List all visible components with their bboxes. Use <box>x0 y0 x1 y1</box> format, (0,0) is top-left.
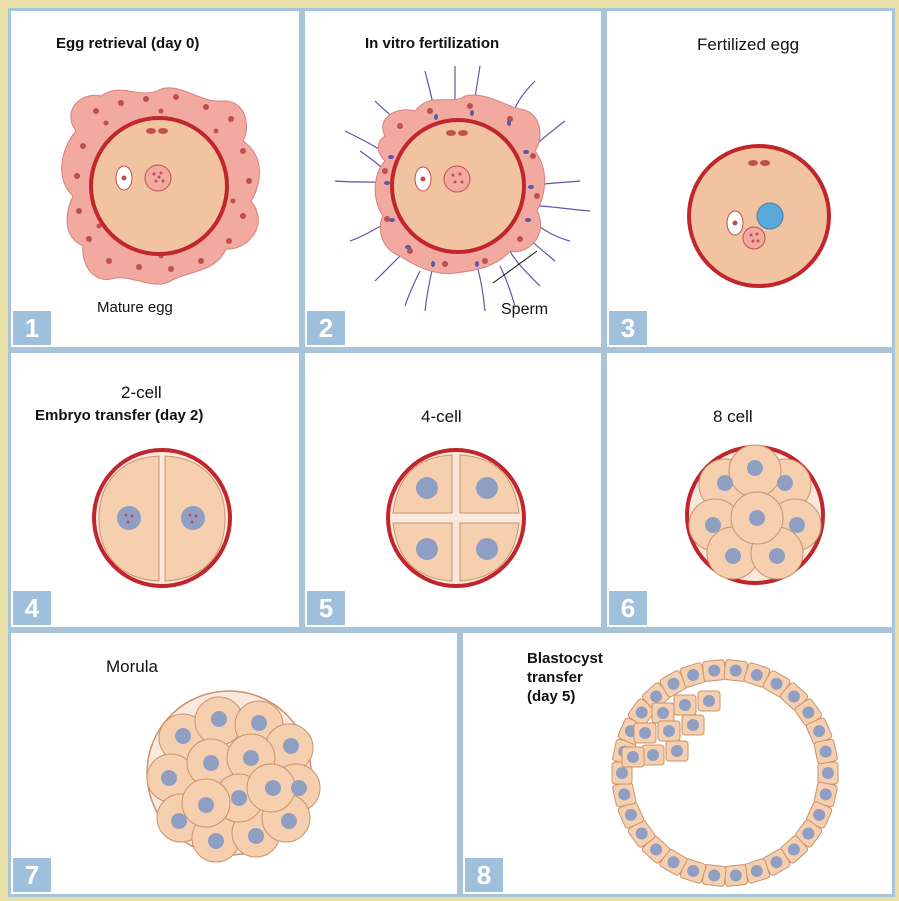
panel-2-in-vitro-fertilization: In vitro fertilization Sperm 2 <box>302 8 604 350</box>
panel-number: 2 <box>307 311 345 345</box>
panel-title: 2-cell <box>121 383 162 403</box>
panel-title-line: Blastocyst <box>527 649 603 668</box>
panel-number: 7 <box>13 858 51 892</box>
panel-title-line: transfer <box>527 668 603 687</box>
fertilization-illustration <box>305 11 604 350</box>
panel-number: 8 <box>465 858 503 892</box>
panel-8-blastocyst: Blastocyst transfer (day 5) 8 <box>460 630 895 897</box>
trophoblast-cell <box>724 864 748 886</box>
panel-title-line: (day 5) <box>527 687 603 706</box>
morula-illustration <box>11 633 460 897</box>
trophoblast-cell <box>702 659 726 681</box>
panel-title: Morula <box>106 657 158 677</box>
panel-number: 5 <box>307 591 345 625</box>
panel-title: 8 cell <box>713 407 753 427</box>
panel-3-fertilized-egg: Fertilized egg 3 <box>604 8 895 350</box>
panel-title: Egg retrieval (day 0) <box>56 35 199 52</box>
panel-number: 6 <box>609 591 647 625</box>
panel-number: 4 <box>13 591 51 625</box>
eight-cell-embryo-illustration <box>607 353 895 630</box>
panel-5-four-cell: 4-cell 5 <box>302 350 604 630</box>
panel-title: In vitro fertilization <box>365 35 499 52</box>
panel-4-two-cell: 2-cell Embryo transfer (day 2) 4 <box>8 350 302 630</box>
pronucleus-red <box>743 227 765 249</box>
inner-cell-mass-cell <box>682 715 704 735</box>
trophoblast-cell <box>814 739 838 765</box>
inner-cell-mass-cell <box>674 695 696 715</box>
panel-6-eight-cell: 8 cell 6 <box>604 350 895 630</box>
four-cell-embryo-illustration <box>305 353 604 630</box>
polar-body <box>146 128 156 134</box>
inner-cell-mass-cell <box>658 721 680 741</box>
panel-title: 4-cell <box>421 407 462 427</box>
fertilized-egg-illustration <box>607 11 895 350</box>
inner-cell-mass-cell <box>698 691 720 711</box>
inner-cell-mass-cell <box>652 703 674 723</box>
trophoblast-cell <box>612 782 636 808</box>
inner-cell-mass-cell <box>634 723 656 743</box>
inner-cell-mass-cell <box>622 747 644 767</box>
mature-egg-label: Mature egg <box>97 299 173 316</box>
sperm-label: Sperm <box>501 301 548 319</box>
trophoblast-cell <box>818 762 838 784</box>
inner-cell-mass-cell <box>642 745 664 765</box>
panel-title: Blastocyst transfer (day 5) <box>527 649 603 706</box>
pronucleus-blue <box>757 203 783 229</box>
panel-subtitle: Embryo transfer (day 2) <box>35 407 203 424</box>
panel-title: Fertilized egg <box>697 35 799 55</box>
panel-number: 3 <box>609 311 647 345</box>
panel-number: 1 <box>13 311 51 345</box>
panel-7-morula: Morula 7 <box>8 630 460 897</box>
inner-cell-mass-cell <box>666 741 688 761</box>
panel-1-egg-retrieval: Egg retrieval (day 0) Mature egg 1 <box>8 8 302 350</box>
